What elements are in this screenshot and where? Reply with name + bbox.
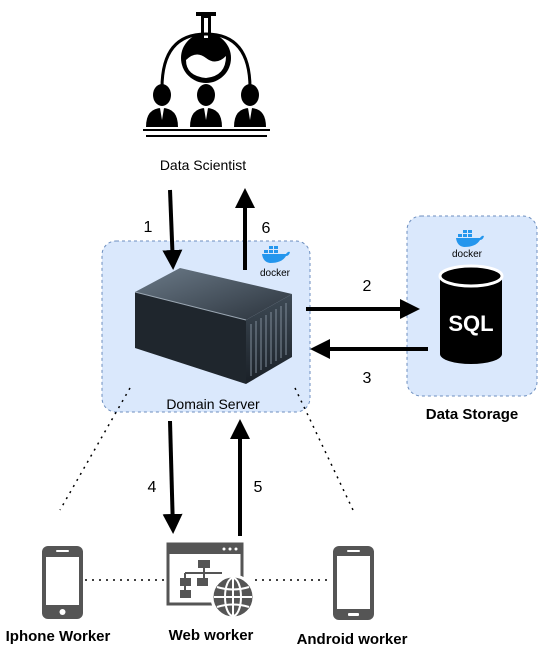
edge-label-3: 3	[363, 370, 372, 387]
server-rack-icon	[134, 268, 292, 384]
docker-icon: docker	[260, 246, 291, 279]
edge-label-6: 6	[262, 220, 271, 237]
android-worker-label: Android worker	[297, 631, 408, 648]
edge-label-2: 2	[363, 278, 372, 295]
sql-database-icon: SQL	[438, 264, 504, 364]
arrow-4	[162, 420, 183, 534]
sql-text: SQL	[448, 311, 493, 336]
edge-label-1: 1	[144, 219, 153, 236]
edge-label-4: 4	[148, 479, 157, 496]
web-app-globe-icon	[166, 542, 256, 620]
arrow-1	[162, 189, 183, 270]
docker-label: docker	[452, 249, 483, 260]
iphone-worker-label: Iphone Worker	[6, 628, 111, 645]
phone-icon	[42, 546, 83, 619]
dotted-connections	[59, 387, 354, 581]
domain-server-label: Domain Server	[166, 396, 260, 412]
phone-icon	[333, 546, 374, 620]
data-storage-label: Data Storage	[426, 406, 519, 423]
web-worker-label: Web worker	[169, 627, 254, 644]
docker-icon: docker	[452, 230, 484, 260]
docker-label: docker	[260, 268, 291, 279]
flow-arrows	[162, 188, 428, 536]
scientist-team-icon	[143, 12, 270, 137]
edge-label-5: 5	[254, 479, 263, 496]
data-scientist-label: Data Scientist	[160, 157, 246, 173]
